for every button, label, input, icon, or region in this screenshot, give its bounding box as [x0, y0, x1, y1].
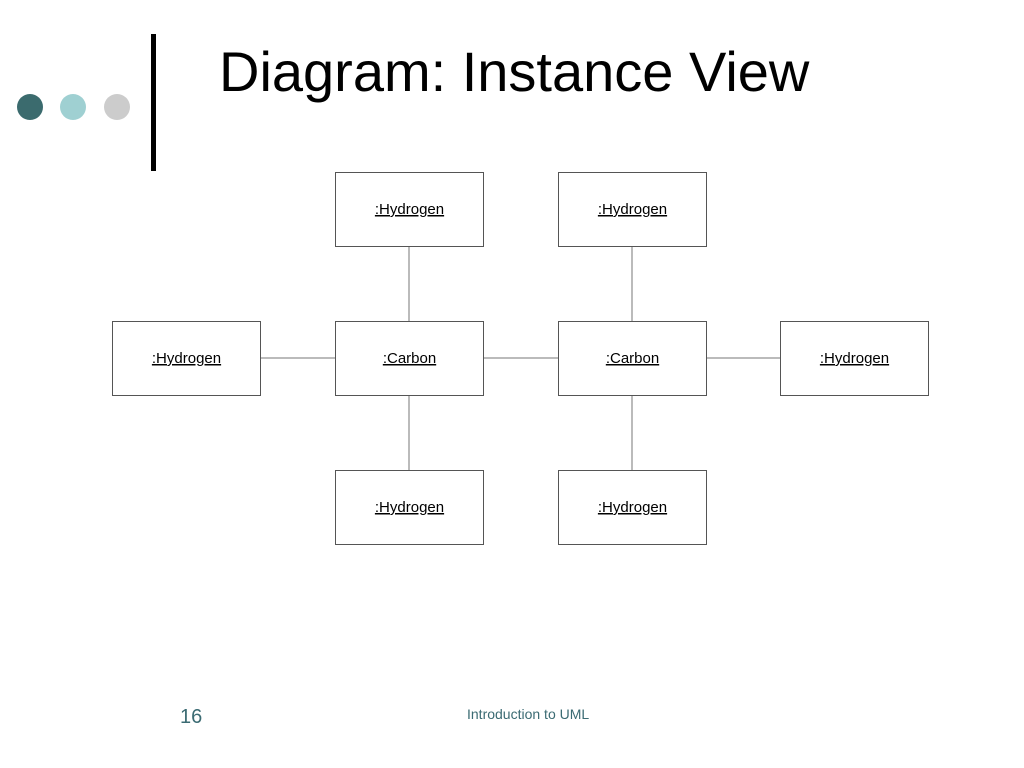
object-c-right: :Carbon	[558, 321, 707, 396]
object-label: :Carbon	[383, 350, 436, 367]
object-box	[335, 321, 484, 396]
object-box	[558, 172, 707, 247]
slide-number: 16	[180, 706, 203, 728]
object-h-left: :Hydrogen	[112, 321, 261, 396]
object-h-top-right: :Hydrogen	[558, 172, 707, 247]
object-box	[335, 172, 484, 247]
object-label: :Hydrogen	[598, 201, 667, 218]
object-c-left: :Carbon	[335, 321, 484, 396]
object-label: :Hydrogen	[375, 201, 444, 218]
object-box	[335, 470, 484, 545]
object-box	[112, 321, 261, 396]
object-box	[558, 470, 707, 545]
object-label: :Hydrogen	[598, 499, 667, 516]
decorative-dot-light	[60, 94, 86, 120]
object-label: :Hydrogen	[820, 350, 889, 367]
footer-text: Introduction to UML	[467, 706, 590, 722]
object-label: :Hydrogen	[375, 499, 444, 516]
objects-layer: :Hydrogen :Hydrogen :Hydrogen :Carbon :Carbo…	[112, 172, 929, 545]
decorative-dot-grey	[104, 94, 130, 120]
object-label: :Carbon	[606, 350, 659, 367]
object-box	[558, 321, 707, 396]
title-divider-bar	[151, 34, 156, 171]
slide-title: Diagram: Instance View	[219, 40, 810, 103]
links-layer	[186, 209, 854, 507]
object-box	[780, 321, 929, 396]
object-h-bottom-right: :Hydrogen	[558, 470, 707, 545]
decorative-dot-dark	[17, 94, 43, 120]
object-label: :Hydrogen	[152, 350, 221, 367]
object-h-bottom-left: :Hydrogen	[335, 470, 484, 545]
object-h-right: :Hydrogen	[780, 321, 929, 396]
object-h-top-left: :Hydrogen	[335, 172, 484, 247]
